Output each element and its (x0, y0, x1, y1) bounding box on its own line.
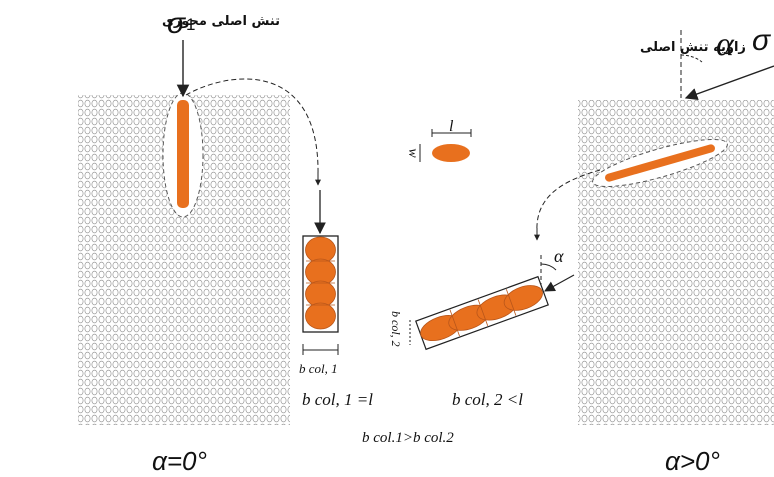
b-col-comparison: b col.1>b col.2 (362, 430, 454, 446)
tilted-alpha-arc (540, 263, 557, 271)
principal-stress-angle-label: زاویه تنش اصلی (640, 40, 746, 55)
tilted-fiber-column (415, 275, 549, 351)
column-fiber-stack (305, 236, 336, 330)
b-col1-dimension-label: b col, 1 (299, 361, 338, 376)
single-fiber (432, 144, 470, 162)
b-col1-equals-l: b col, 1 =l (302, 390, 373, 409)
tilted-fiber-4 (503, 285, 543, 311)
left-curved-connector (185, 78, 319, 176)
sigma-inclined-arrow (684, 65, 774, 101)
right-curved-connector (536, 169, 601, 233)
case-alpha-positive-label: α>0° (665, 446, 720, 476)
sigma-symbol-right: σ (752, 24, 772, 57)
right-alpha-arc (680, 54, 703, 63)
principal-axial-stress-label: تنش اصلی محوری (162, 14, 280, 29)
right-inclined-fiber (605, 144, 715, 182)
left-vertical-fiber (177, 100, 189, 208)
case-alpha-zero-label: α=0° (152, 446, 207, 476)
sigma-subscript-left: 1 (186, 15, 195, 34)
b-col2-dimension-label: b col, 2 (389, 311, 403, 347)
tilted-alpha-label: α (554, 246, 564, 266)
width-symbol: w (405, 148, 420, 158)
right-alpha-label: α (716, 26, 735, 63)
right-inclined-fiber-group (592, 138, 728, 188)
single-fiber-legend: l w (405, 118, 472, 162)
tilted-column-load-arrow (544, 274, 575, 292)
sigma-symbol-left: σ (167, 7, 187, 40)
column-fiber-4 (305, 302, 336, 330)
length-symbol: l (449, 118, 454, 135)
b-col2-less-than-l: b col, 2 <l (452, 390, 523, 409)
